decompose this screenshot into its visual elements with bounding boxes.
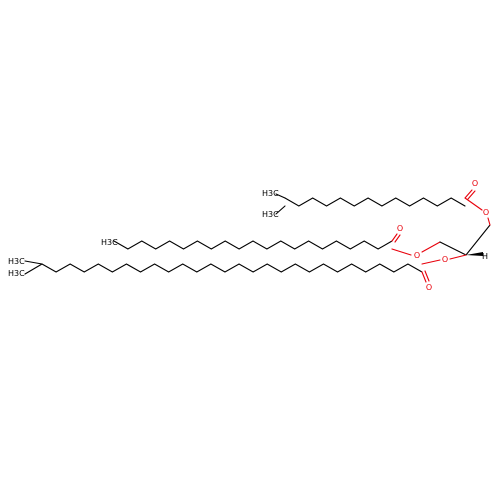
ester-oxygen-mid: O [414, 251, 420, 260]
bond-carbonyl-top-double [467, 190, 476, 200]
stereo-hydrogen: H [482, 252, 488, 261]
bond-ester-mid [391, 248, 412, 256]
bond-carbonyl-bottom-double [424, 270, 430, 282]
bond-glycerol-c1 [439, 241, 467, 256]
bond-glycerol-o-mid [421, 241, 441, 253]
bond-glycerol-o-bottom [449, 254, 467, 260]
bond-ester-bottom [421, 259, 441, 265]
bond-carbonyl-mid-double [394, 234, 401, 243]
bond-chain-top [284, 197, 466, 207]
bond-carbonyl-bottom [421, 271, 427, 283]
bond-ester-top [464, 197, 483, 211]
bond-branch-top-1 [275, 193, 286, 199]
carbonyl-oxygen-top: O [472, 179, 478, 188]
bond-chain-mid [113, 240, 393, 250]
bond-glycerol-o-top [487, 217, 491, 226]
bond-carbonyl-top [464, 189, 473, 199]
stereo-wedge-bond [466, 252, 483, 256]
bond-chain-bottom [41, 263, 423, 273]
ester-oxygen-bottom: O [442, 255, 448, 264]
bond-carbonyl-mid [391, 233, 398, 242]
bond-branch-bottom-1 [24, 260, 43, 265]
carbonyl-oxygen-mid: O [397, 224, 403, 233]
methyl-top-2: H3C [262, 210, 279, 219]
bond-glycerol-c2 [465, 224, 491, 256]
bond-skeleton [24, 189, 491, 283]
atom-labels: O O O O O O H H3C H3C H3C H3C H3C [8, 179, 489, 292]
bond-branch-bottom-2 [24, 263, 43, 275]
methyl-bottom-1: H3C [8, 257, 25, 266]
methyl-mid-1: H3C [101, 238, 118, 247]
bond-branch-top-2 [275, 205, 286, 215]
methyl-top-1: H3C [262, 189, 279, 198]
stereo-wedges [466, 252, 483, 256]
carbonyl-oxygen-bottom: O [426, 283, 432, 292]
methyl-bottom-2: H3C [8, 269, 25, 278]
ester-oxygen-top: O [483, 208, 489, 217]
